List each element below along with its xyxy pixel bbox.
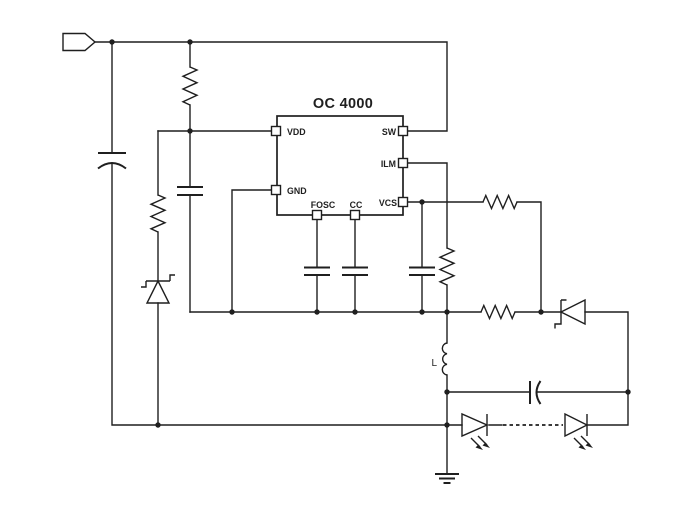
pin-ilm — [397, 157, 409, 169]
capacitor-vcs — [409, 266, 435, 276]
capacitor-vdd — [177, 186, 203, 196]
wire-ilm-branch — [406, 162, 448, 313]
pin-cc — [349, 209, 361, 221]
wire-input-cap-leads — [111, 41, 448, 426]
capacitor-output-electrolytic — [529, 380, 542, 405]
pin-vdd — [270, 125, 282, 137]
led-1 — [461, 412, 490, 450]
wire-gnd — [231, 189, 273, 313]
pin-label-sw: SW — [382, 127, 397, 137]
ic-title: OC 4000 — [313, 96, 373, 112]
wire-bottom-bus — [189, 311, 629, 426]
pin-label-gnd: GND — [287, 186, 307, 196]
inductor-label: L — [431, 358, 437, 369]
pin-gnd — [270, 184, 282, 196]
capacitor-input-electrolytic — [97, 152, 127, 170]
pin-label-cc: CC — [350, 200, 363, 210]
resistor-ilm — [438, 247, 456, 286]
pin-label-ilm: ILM — [381, 159, 396, 169]
capacitor-cc — [342, 266, 368, 276]
wire-top-rail — [94, 41, 448, 132]
junction-dots — [109, 39, 631, 428]
pin-vcs — [397, 196, 409, 208]
pin-label-fosc: FOSC — [311, 200, 336, 210]
resistor-vcs-horizontal — [482, 193, 518, 211]
input-connector — [62, 32, 97, 52]
inductor — [441, 342, 448, 376]
ground-symbol — [435, 473, 459, 484]
resistor-bus-horizontal — [480, 303, 516, 321]
pin-sw — [397, 125, 409, 137]
wire-vcs-branch — [406, 201, 542, 313]
zener-diode-left — [141, 274, 175, 304]
zener-diode-right — [554, 298, 586, 329]
pin-fosc — [311, 209, 323, 221]
led-2 — [564, 412, 593, 450]
pin-label-vdd: VDD — [287, 127, 306, 137]
capacitor-fosc — [304, 266, 330, 276]
resistor-left-divider — [149, 194, 167, 233]
pin-label-vcs: VCS — [379, 198, 397, 208]
resistor-input-top — [181, 66, 199, 106]
